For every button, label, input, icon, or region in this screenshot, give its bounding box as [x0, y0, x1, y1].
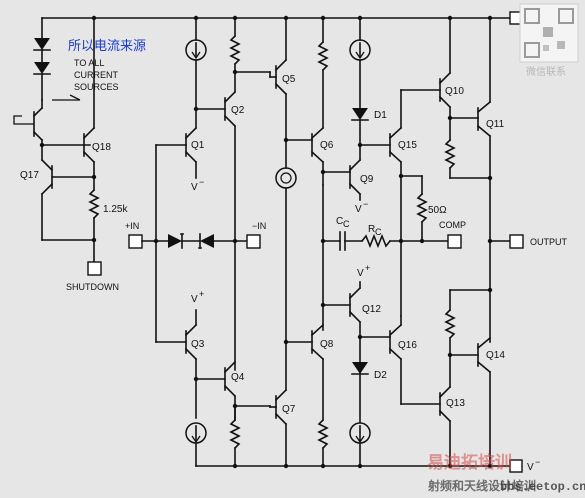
q4-transistor: Q4 — [195, 360, 245, 421]
current-source-top-right — [349, 17, 371, 109]
q15-label: Q15 — [398, 140, 417, 151]
capacitor-cc: C C — [322, 216, 363, 251]
q12-transistor: Q12 V + — [348, 263, 381, 338]
cc-sub: C — [343, 219, 350, 229]
note-arrow — [52, 94, 81, 101]
q2-label: Q2 — [231, 105, 245, 116]
current-source-bottom-right — [349, 422, 371, 467]
q12-vplus: V — [357, 268, 364, 279]
note-line-2: CURRENT — [74, 70, 119, 80]
output-pin[interactable]: OUTPUT — [489, 234, 568, 249]
q3-transistor: Q3 V + — [155, 289, 205, 419]
vminus-pin-label: V — [527, 462, 534, 473]
q14-label: Q14 — [486, 350, 505, 361]
q7-transistor: Q7 — [269, 341, 296, 467]
vminus-pin[interactable]: V − — [509, 457, 540, 473]
q12-vplus-sup: + — [365, 263, 370, 273]
resistor-bottom-q8 — [317, 418, 329, 467]
q16-transistor: Q16 — [388, 315, 417, 405]
note-line-1: TO ALL — [74, 58, 104, 68]
in-plus-label: +IN — [125, 221, 139, 231]
watermark-url: bbs.eetop.cn — [500, 480, 585, 494]
bias-multicollector-transistor — [13, 99, 91, 146]
q6-label: Q6 — [320, 140, 334, 151]
q13-label: Q13 — [446, 398, 465, 409]
q9-label: Q9 — [360, 174, 374, 185]
in-plus-pin[interactable]: +IN — [125, 221, 143, 249]
diode-d1: D1 — [351, 108, 387, 146]
q18-transistor: Q18 — [82, 17, 111, 191]
current-source-middle — [275, 139, 297, 343]
in-minus-pin[interactable]: −IN — [246, 221, 266, 249]
output-pin-label: OUTPUT — [530, 237, 568, 247]
q1-transistor: Q1 V − — [155, 126, 205, 193]
q12-label: Q12 — [362, 304, 381, 315]
q17-transistor: Q17 — [20, 144, 95, 241]
q3-label: Q3 — [191, 339, 205, 350]
q17-label: Q17 — [20, 170, 39, 181]
q3-vplus-sup: + — [199, 289, 204, 299]
q9-vminus-sup: − — [363, 199, 368, 209]
resistor-1-25k-label: 1.25k — [103, 204, 128, 215]
current-source-bottom-left — [185, 422, 207, 467]
q5-label: Q5 — [282, 74, 296, 85]
rc-label: R — [368, 224, 375, 235]
input-protection-diodes — [168, 233, 248, 249]
d1-label: D1 — [374, 110, 387, 121]
q3-vplus: V — [191, 294, 198, 305]
q7-label: Q7 — [282, 404, 296, 415]
resistor-50-ohm: 50Ω — [416, 192, 447, 242]
q18-label: Q18 — [92, 142, 111, 153]
q11-transistor: Q11 — [476, 17, 505, 242]
q5-transistor: Q5 — [269, 17, 296, 141]
rc-sub: C — [375, 227, 382, 237]
q15-transistor: Q15 — [388, 89, 417, 177]
q6-transistor: Q6 — [310, 126, 334, 186]
q8-transistor: Q8 — [310, 323, 334, 421]
q1-vminus-sup: − — [199, 177, 204, 187]
q9-vminus: V — [355, 204, 362, 215]
q11-label: Q11 — [486, 119, 505, 130]
q10-label: Q10 — [445, 86, 464, 97]
comp-pin-label: COMP — [439, 220, 466, 230]
resistor-q10 — [444, 138, 491, 179]
diode-d2: D2 — [351, 336, 387, 423]
current-source-top-left — [185, 17, 207, 129]
d2-label: D2 — [374, 370, 387, 381]
shutdown-pin-label: SHUTDOWN — [66, 282, 119, 292]
resistor-50-label: 50Ω — [428, 205, 447, 216]
resistor-rc: R C — [360, 224, 449, 249]
wechat-watermark: 微信联系 — [526, 65, 566, 78]
vminus-pin-sup: − — [535, 457, 540, 467]
cc-label: C — [336, 216, 343, 227]
watermark-brand-cn: 易迪拓培训 — [427, 452, 512, 473]
q9-transistor: Q9 V − — [348, 144, 374, 215]
q16-label: Q16 — [398, 340, 417, 351]
shutdown-pin[interactable]: SHUTDOWN — [66, 261, 119, 292]
current-source-note-chinese: 所以电流来源 — [68, 39, 146, 54]
bias-diodes — [33, 17, 51, 101]
resistor-q13 — [444, 289, 456, 356]
qr-code-watermark: 微信联系 — [519, 3, 579, 78]
resistor-1-25k: 1.25k — [88, 188, 128, 263]
q14-transistor: Q14 — [476, 336, 505, 467]
in-minus-label: −IN — [252, 221, 266, 231]
watermark-sub-cn: 射频和天线设计培训 — [427, 478, 536, 493]
q13-transistor: Q13 — [438, 354, 465, 467]
q1-label: Q1 — [191, 140, 205, 151]
q2-transistor: Q2 — [195, 71, 245, 371]
resistor-top-q6 — [317, 17, 329, 129]
resistor-top-q2 — [229, 17, 241, 73]
q1-vminus: V — [191, 182, 198, 193]
comp-pin[interactable]: COMP — [439, 220, 466, 249]
q8-label: Q8 — [320, 339, 334, 350]
note-line-3: SOURCES — [74, 82, 119, 92]
q10-transistor: Q10 — [438, 17, 464, 141]
q4-label: Q4 — [231, 372, 245, 383]
resistor-bottom-q4 — [229, 405, 241, 467]
